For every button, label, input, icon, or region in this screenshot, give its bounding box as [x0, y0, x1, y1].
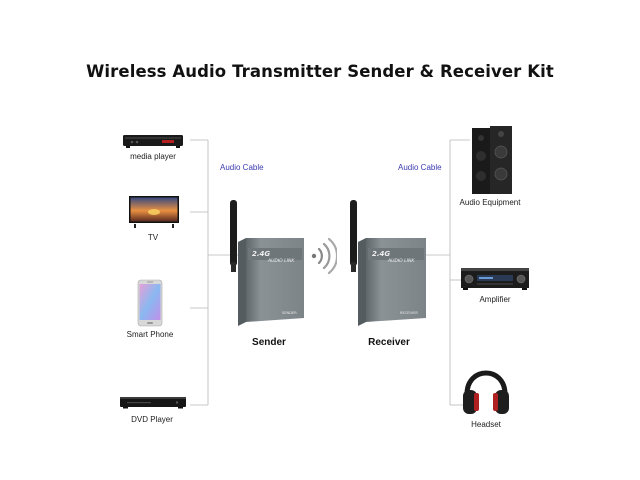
svg-text:2.4G: 2.4G — [372, 250, 390, 258]
svg-text:AUDIO LINK: AUDIO LINK — [387, 258, 415, 264]
svg-text:SENDER: SENDER — [282, 311, 297, 315]
tv-icon — [129, 196, 179, 228]
antenna — [230, 200, 237, 266]
headphones-icon — [463, 370, 509, 414]
media-player-icon — [123, 135, 183, 148]
dvd-player-icon — [120, 397, 186, 409]
output-label: Headset — [471, 420, 501, 429]
sender-label: Sender — [252, 337, 286, 348]
source-label: DVD Player — [131, 415, 173, 424]
svg-text:AUDIO LINK: AUDIO LINK — [267, 258, 295, 264]
output-label: Amplifier — [479, 295, 511, 304]
svg-text:2.4G: 2.4G — [252, 250, 270, 258]
receiver-label: Receiver — [368, 337, 410, 348]
diagram-title: Wireless Audio Transmitter Sender & Rece… — [86, 62, 554, 81]
source-label: Smart Phone — [126, 330, 174, 339]
smart-phone-icon — [137, 279, 163, 327]
antenna — [350, 200, 357, 266]
wireless-signal-icon — [311, 237, 337, 275]
output-label: Audio Equipment — [459, 198, 521, 207]
speaker-icon — [472, 126, 512, 194]
amplifier-icon — [461, 268, 529, 290]
receiver-device: 2.4G AUDIO LINK RECEIVER — [350, 200, 426, 326]
svg-text:RECEIVER: RECEIVER — [400, 311, 418, 315]
audio-cable-label-right: Audio Cable — [398, 163, 442, 172]
source-label: TV — [147, 233, 159, 242]
sender-device: 2.4G AUDIO LINK SENDER — [230, 200, 304, 326]
source-label: media player — [130, 152, 176, 161]
audio-cable-label-left: Audio Cable — [220, 163, 264, 172]
